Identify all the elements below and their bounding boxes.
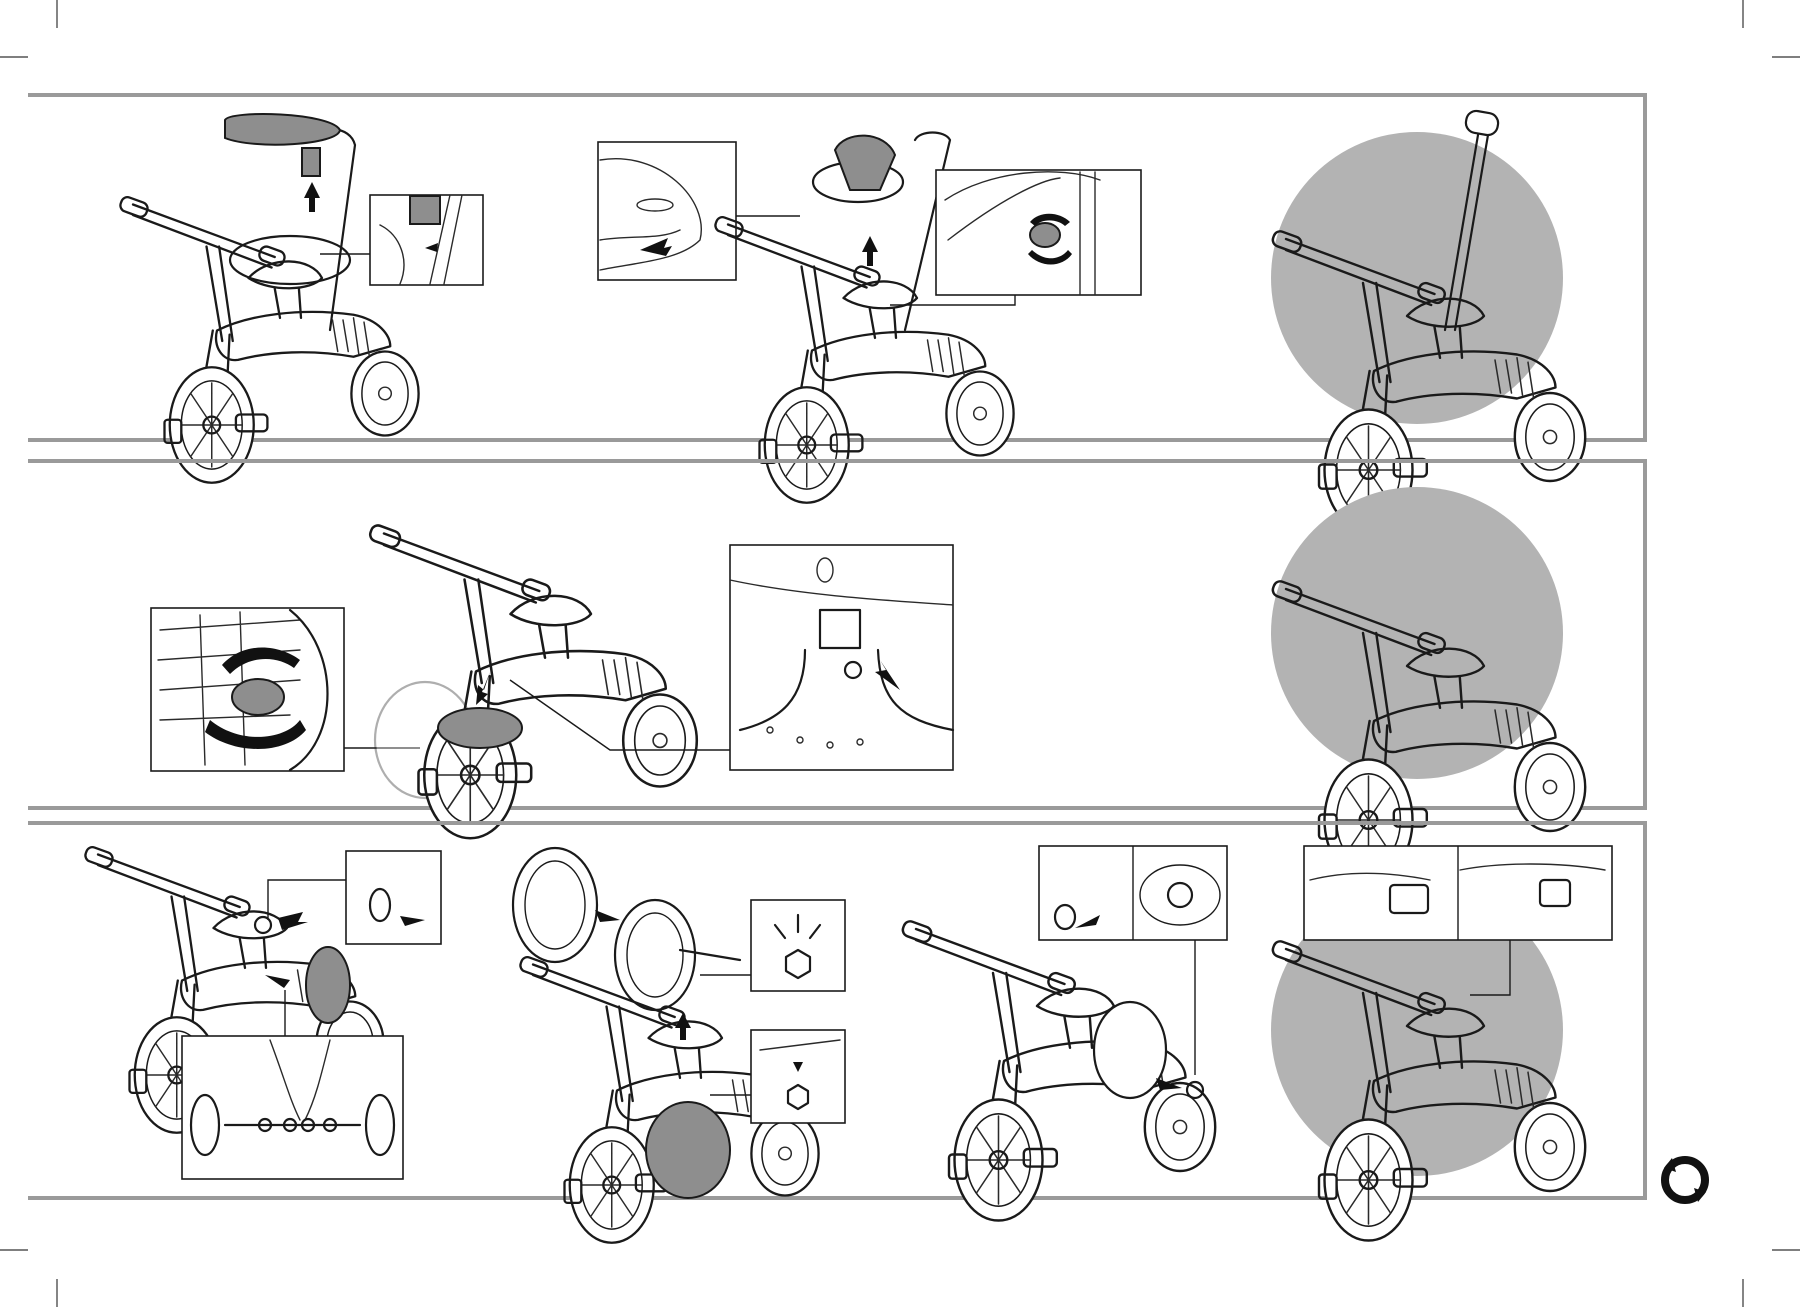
rear-wheel (306, 947, 350, 1023)
detail-seat-latch (598, 142, 736, 280)
step-remove-footrest (151, 524, 953, 839)
footrest-disc (438, 708, 522, 748)
step-remove-seat-ring (598, 133, 1141, 503)
canopy-clip (302, 148, 320, 176)
highlight-circle (1271, 487, 1563, 779)
panel-1 (28, 95, 1645, 531)
panel-3 (28, 823, 1645, 1243)
step-result-tricycle (1271, 109, 1585, 530)
detail-footrest-socket (730, 545, 953, 770)
panel-2 (28, 461, 1645, 881)
step-result-balance-bike (1271, 846, 1612, 1241)
highlight-circle (1271, 132, 1563, 424)
step-remove-canopy (119, 114, 483, 483)
detail-wheel-cap (346, 851, 441, 944)
step-remove-rear-wheel-cap (84, 845, 441, 1179)
circular-arrow-mark (1664, 1158, 1706, 1202)
arrow-up-icon (862, 236, 878, 266)
rear-wheel-grey (646, 1102, 730, 1198)
step-remove-rear-axle (513, 848, 845, 1243)
canopy (225, 114, 340, 145)
arrow-up-icon (304, 182, 320, 212)
step-attach-balance-wheel (901, 846, 1227, 1221)
